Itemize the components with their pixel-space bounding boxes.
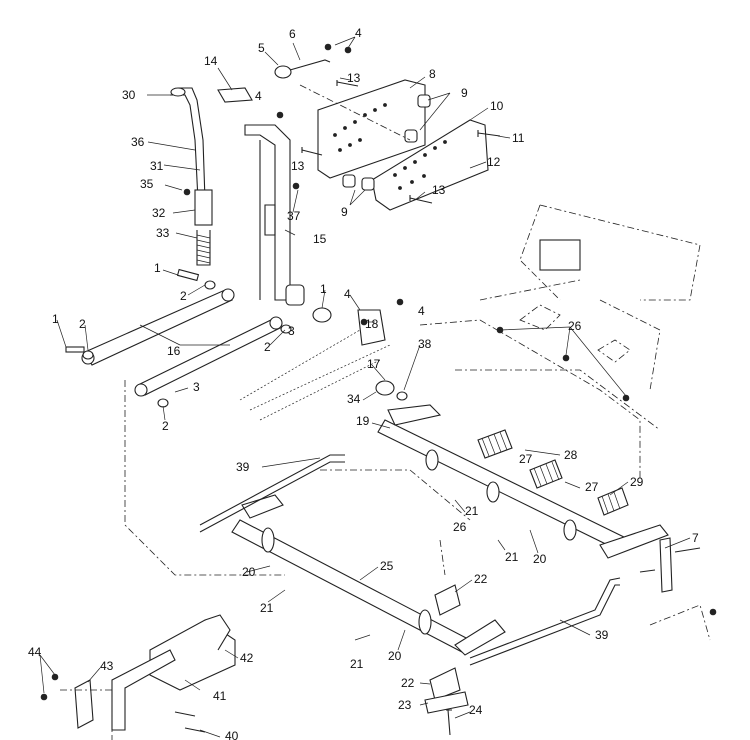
callout-22b: 22 [401, 676, 415, 690]
callout-21c: 21 [260, 601, 274, 615]
callout-13a: 13 [347, 71, 361, 85]
right-hardware [639, 537, 717, 616]
link-rod [274, 59, 411, 141]
dashed-guide-lines [124, 319, 711, 641]
callout-41: 41 [213, 689, 227, 703]
callout-4d: 4 [418, 304, 425, 318]
callout-28: 28 [564, 448, 578, 462]
callout-17: 17 [367, 357, 381, 371]
callout-32: 32 [152, 206, 166, 220]
callout-4a: 4 [355, 26, 362, 40]
callout-1a: 1 [154, 261, 161, 275]
callout-13c: 13 [432, 183, 446, 197]
lever-handle [170, 87, 213, 266]
callout-3a: 3 [288, 324, 295, 338]
callout-44: 44 [28, 645, 42, 659]
callout-40: 40 [225, 729, 239, 740]
callout-39b: 39 [595, 628, 609, 642]
callout-21d: 21 [350, 657, 364, 671]
rear-rod [199, 454, 621, 666]
callout-26b: 26 [453, 520, 467, 534]
callout-43: 43 [100, 659, 114, 673]
callout-9b: 9 [341, 205, 348, 219]
callout-2a: 2 [180, 289, 187, 303]
chassis-frame [479, 204, 701, 391]
callout-5: 5 [258, 41, 265, 55]
callout-11: 11 [512, 131, 525, 145]
callout-12: 12 [487, 155, 501, 169]
callout-39a: 39 [236, 460, 250, 474]
callout-33: 33 [156, 226, 170, 240]
callout-13b: 13 [291, 159, 305, 173]
callout-34: 34 [347, 392, 361, 406]
callout-16: 16 [167, 344, 181, 358]
springs [477, 429, 629, 516]
callout-35: 35 [140, 177, 154, 191]
callout-4b: 4 [255, 89, 262, 103]
callout-20b: 20 [242, 565, 256, 579]
callout-15: 15 [313, 232, 327, 246]
callout-24: 24 [469, 703, 483, 717]
callout-21a: 21 [465, 504, 479, 518]
lower-bracket [40, 614, 236, 740]
callout-23: 23 [398, 698, 412, 712]
callout-10: 10 [490, 99, 504, 113]
callout-19: 19 [356, 414, 370, 428]
side-plates [317, 79, 489, 211]
lift-links [81, 288, 283, 397]
callout-21b: 21 [505, 550, 519, 564]
callout-36: 36 [131, 135, 145, 149]
callout-22a: 22 [474, 572, 488, 586]
callout-25: 25 [380, 559, 394, 573]
callout-18: 18 [365, 317, 379, 331]
callout-2b: 2 [79, 317, 86, 331]
callout-3b: 3 [193, 380, 200, 394]
callout-31: 31 [150, 159, 164, 173]
callout-20c: 20 [388, 649, 402, 663]
callout-27a: 27 [519, 452, 533, 466]
callout-7: 7 [692, 531, 699, 545]
callout-8: 8 [429, 67, 436, 81]
hardware [65, 268, 630, 408]
callout-14: 14 [204, 54, 218, 68]
callout-1c: 1 [320, 282, 327, 296]
brackets [424, 584, 469, 736]
callout-4c: 4 [344, 287, 351, 301]
callout-2d: 2 [162, 419, 169, 433]
bolts [276, 43, 501, 204]
callout-42: 42 [240, 651, 254, 665]
callout-6: 6 [289, 27, 296, 41]
callout-30: 30 [122, 88, 136, 102]
callout-26a: 26 [568, 319, 582, 333]
callout-37: 37 [287, 209, 301, 223]
callout-20a: 20 [533, 552, 547, 566]
callout-9a: 9 [461, 86, 468, 100]
callout-27b: 27 [585, 480, 599, 494]
callout-2c: 2 [264, 340, 271, 354]
lever-plate [217, 87, 305, 306]
callout-1b: 1 [52, 312, 59, 326]
callout-29: 29 [630, 475, 644, 489]
lift-shaft [231, 404, 669, 656]
callout-38: 38 [418, 337, 432, 351]
leader-lines [39, 36, 691, 738]
